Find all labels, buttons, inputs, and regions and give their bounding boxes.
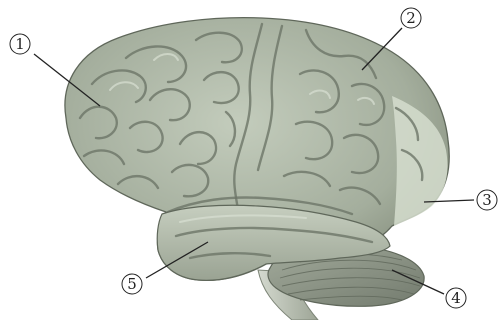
callout-1: 1 (10, 34, 30, 54)
callout-2: 2 (401, 8, 421, 28)
cerebrum (65, 18, 449, 281)
callout-3: 3 (477, 190, 497, 210)
callout-4-label: 4 (451, 289, 461, 307)
callout-3-label: 3 (482, 191, 492, 209)
callout-1-label: 1 (15, 35, 25, 53)
callout-2-label: 2 (406, 9, 416, 27)
callout-5: 5 (122, 274, 142, 294)
callout-5-label: 5 (127, 275, 137, 293)
callout-4: 4 (446, 288, 466, 308)
